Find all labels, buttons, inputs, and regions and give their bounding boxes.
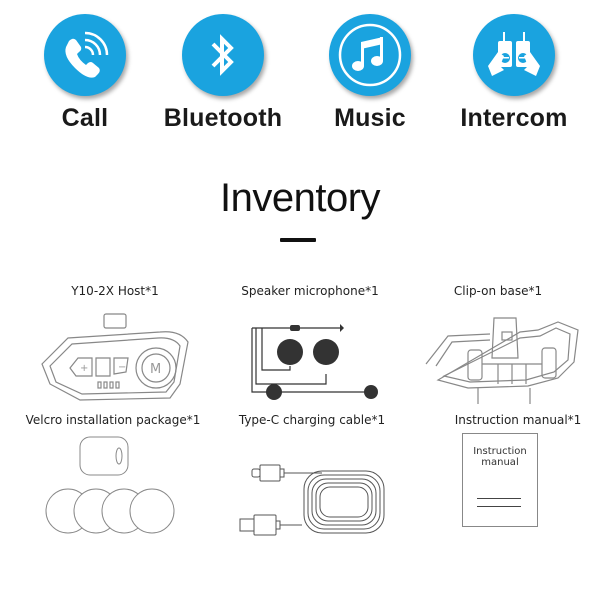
walkie-talkie-icon (473, 14, 555, 96)
item-caption: Speaker microphone*1 (241, 284, 379, 298)
feature-label: Music (334, 104, 406, 132)
inventory-item-clip-on-base: Clip-on base*1 (408, 284, 588, 404)
speaker-microphone-icon (251, 324, 378, 400)
headset-host-device-icon: M + − (41, 313, 189, 401)
feature-music: Music (300, 14, 440, 133)
manual-line (477, 498, 521, 499)
usb-cable-icon (239, 464, 385, 536)
feature-label: Call (61, 104, 109, 132)
feature-label: Intercom (460, 104, 568, 132)
feature-intercom: Intercom (444, 14, 584, 133)
manual-line (477, 506, 521, 507)
clip-on-base-icon (425, 317, 579, 404)
item-caption: Instruction manual*1 (454, 413, 582, 427)
item-caption: Type-C charging cable*1 (238, 413, 386, 427)
item-caption: Y10-2X Host*1 (71, 284, 159, 298)
bluetooth-icon (182, 14, 264, 96)
manual-cover-text-line1: Instruction (473, 446, 527, 457)
svg-text:−: − (118, 362, 126, 373)
svg-text:+: + (80, 363, 88, 374)
inventory-item-type-c-cable: Type-C charging cable*1 (222, 413, 402, 541)
inventory-title: Inventory (219, 176, 381, 220)
inventory-item-speaker-microphone: Speaker microphone*1 (220, 284, 400, 404)
title-underline-divider (280, 238, 316, 242)
music-note-icon (329, 14, 411, 96)
phone-call-icon (44, 14, 126, 96)
feature-label: Bluetooth (163, 104, 283, 132)
inventory-item-velcro-package: Velcro installation package*1 (18, 413, 208, 541)
item-caption: Velcro installation package*1 (25, 413, 201, 427)
manual-booklet-icon: Instruction manual (462, 433, 538, 527)
inventory-item-host: Y10-2X Host*1 M + − (20, 284, 210, 404)
velcro-pads-icon (45, 436, 175, 534)
feature-call: Call (15, 14, 155, 133)
feature-bluetooth: Bluetooth (153, 14, 293, 133)
inventory-item-instruction-manual: Instruction manual*1 Instruction manual (448, 413, 588, 527)
svg-text:M: M (150, 362, 161, 377)
item-caption: Clip-on base*1 (453, 284, 543, 298)
manual-cover-text-line2: manual (481, 457, 519, 468)
